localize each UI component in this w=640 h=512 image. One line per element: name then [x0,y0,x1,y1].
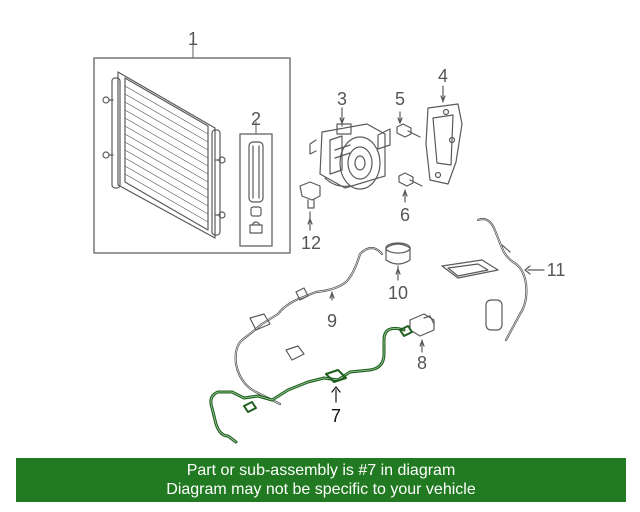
callout-12: 12 [300,233,322,253]
callout-10: 10 [387,283,409,303]
callout-8: 8 [416,353,428,373]
callout-4: 4 [437,66,449,86]
drier-icon [239,121,273,247]
service-valve-icon [409,313,435,353]
liquid-line-icon [209,325,413,444]
part-notice-banner: Part or sub-assembly is #7 in diagram Di… [16,458,626,502]
banner-line-disclaimer: Diagram may not be specific to your vehi… [166,481,476,498]
bolt-icon [396,111,423,203]
callout-6: 6 [399,205,411,225]
callout-1: 1 [187,29,199,49]
discharge-hose-icon [441,217,545,342]
condenser-icon [93,39,291,254]
callout-2: 2 [250,109,262,129]
callout-5: 5 [394,89,406,109]
banner-line-part: Part or sub-assembly is #7 in diagram [186,462,456,479]
callout-9: 9 [326,311,338,331]
compressor-icon [309,107,391,190]
cap-icon [385,242,411,281]
bracket-icon [425,85,463,185]
sensor-icon [299,181,321,231]
callout-7: 7 [330,406,342,426]
callout-11: 11 [546,260,566,280]
callout-3: 3 [336,89,348,109]
